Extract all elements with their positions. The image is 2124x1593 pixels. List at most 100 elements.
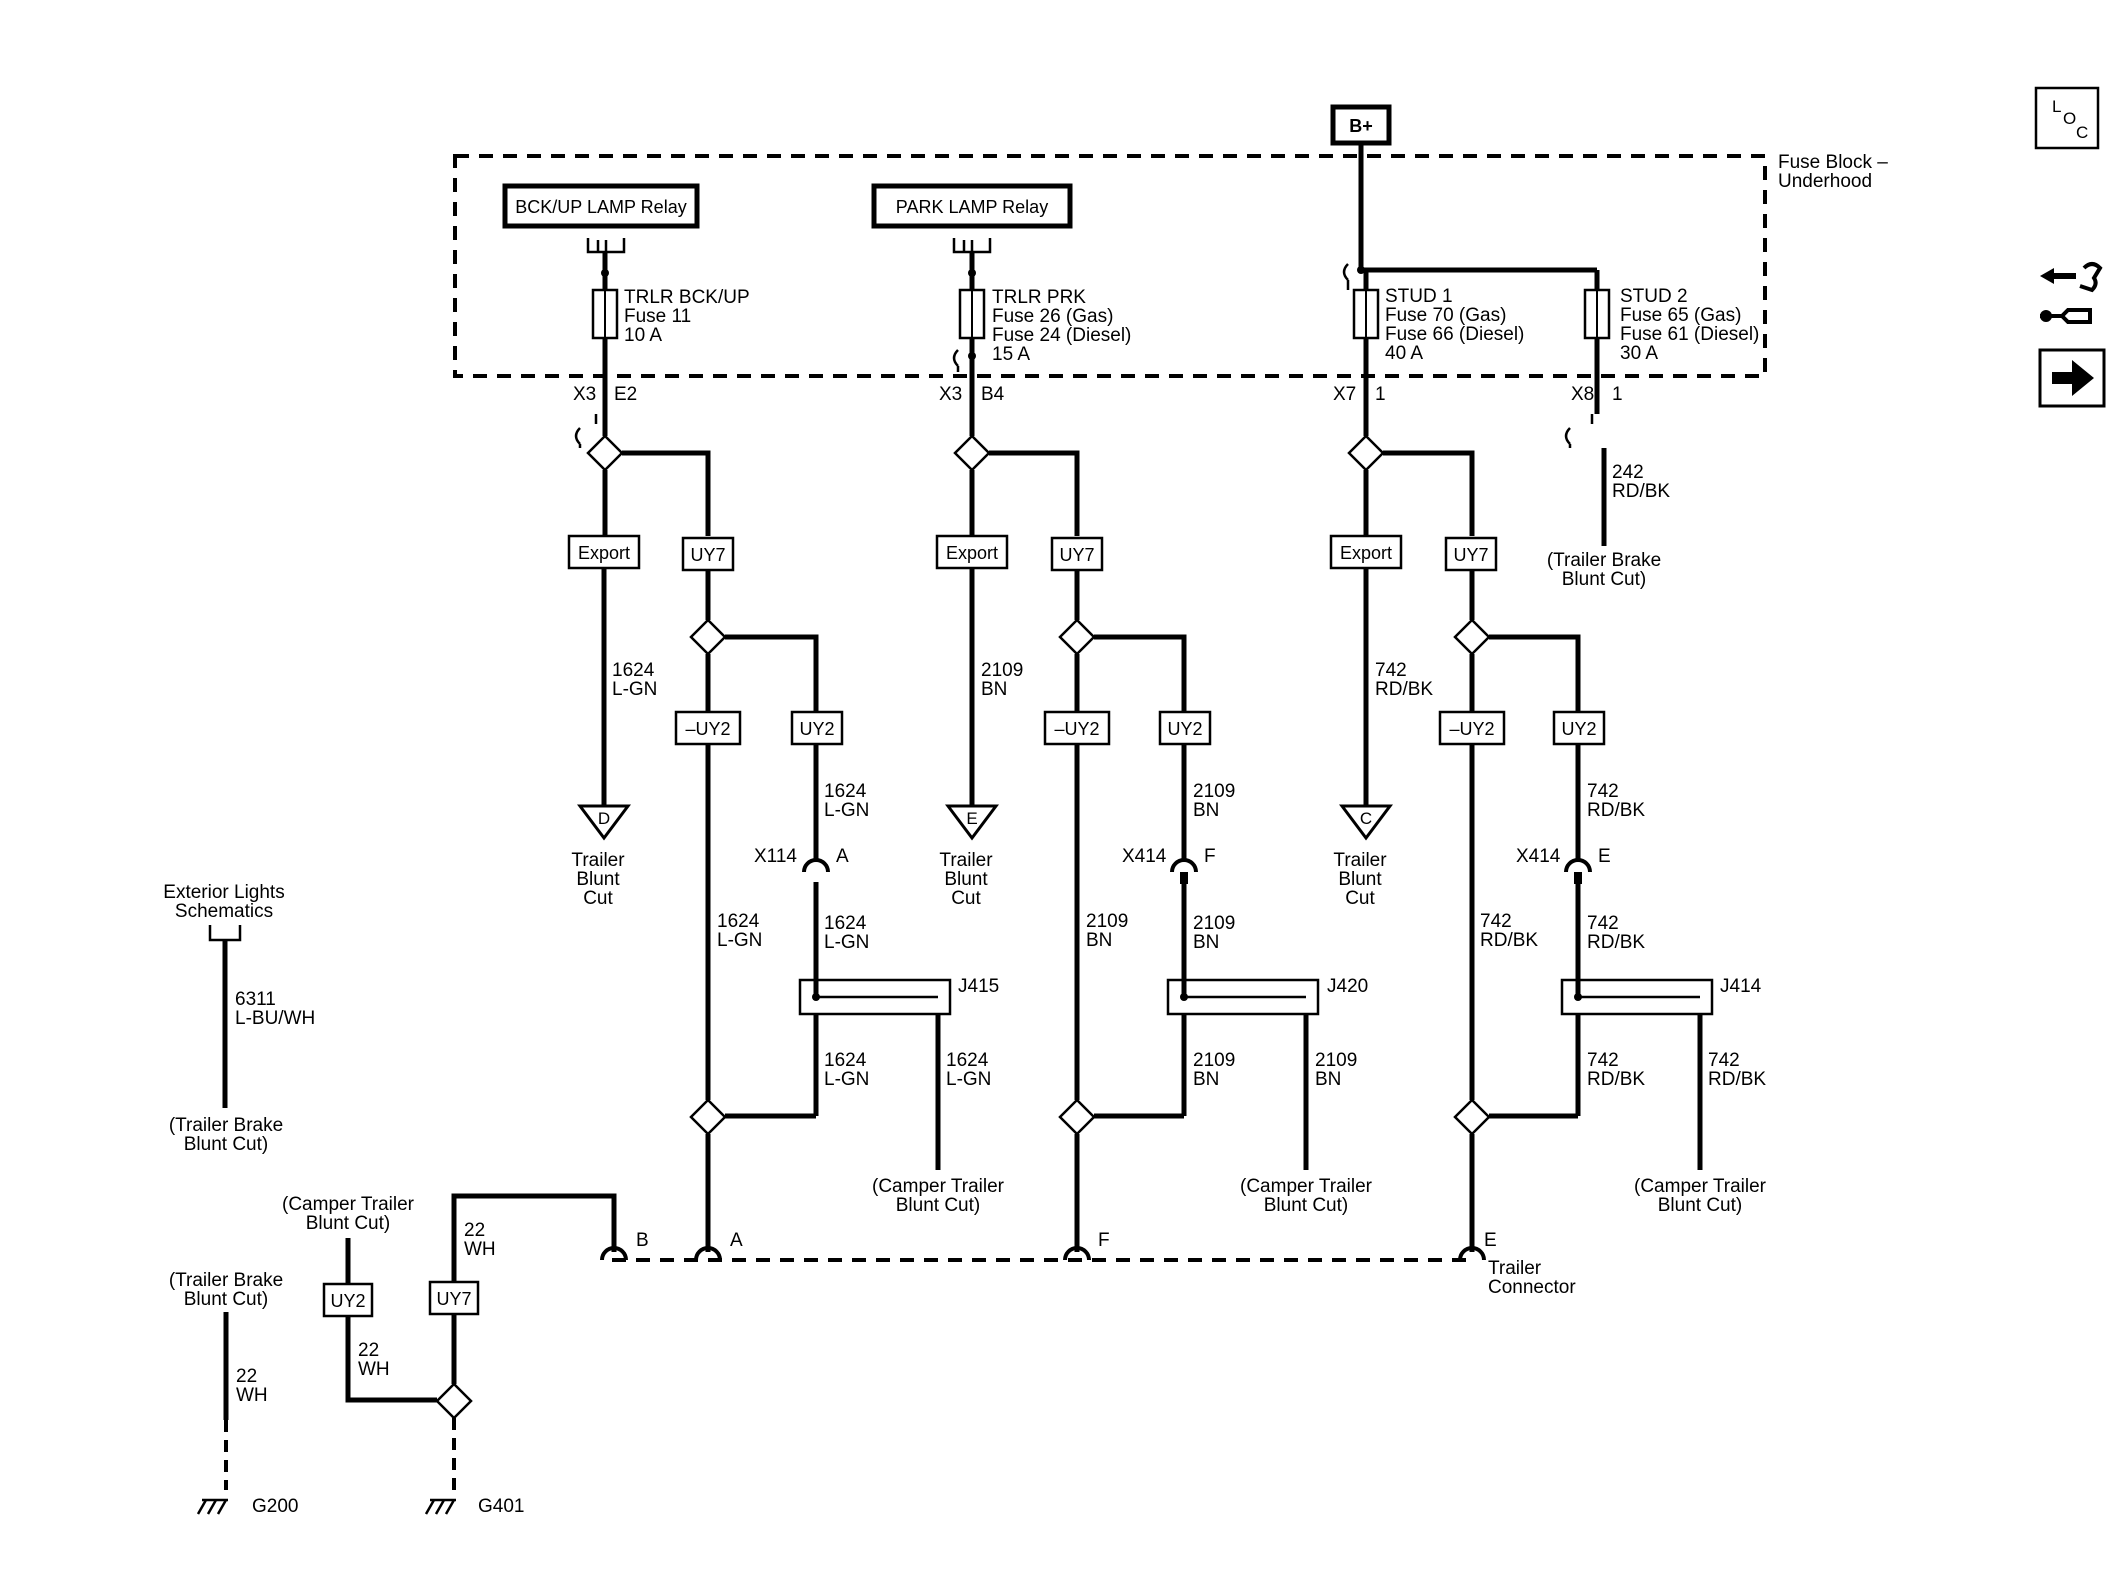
loc-icon[interactable]: L O C — [2034, 86, 2100, 150]
svg-text:X114: X114 — [754, 846, 797, 867]
svg-text:Cut: Cut — [1345, 888, 1375, 909]
circuit-242: 242 RD/BK (Trailer Brake Blunt Cut) — [1547, 372, 1670, 590]
park-lamp-relay: PARK LAMP Relay — [871, 183, 1073, 229]
svg-text:1624: 1624 — [824, 781, 867, 802]
svg-text:1624: 1624 — [824, 1050, 867, 1071]
svg-text:B: B — [636, 1230, 649, 1251]
svg-text:Fuse 70 (Gas): Fuse 70 (Gas) — [1385, 305, 1506, 326]
connector-x114: X114 A — [754, 846, 849, 873]
svg-text:Fuse 65 (Gas): Fuse 65 (Gas) — [1620, 305, 1741, 326]
fuse-trlr-prk: TRLR PRK Fuse 26 (Gas) Fuse 24 (Diesel) … — [958, 287, 1131, 365]
option-uy2-ground: UY2 — [322, 1282, 374, 1318]
svg-text:6311: 6311 — [235, 989, 276, 1010]
svg-text:Export: Export — [578, 543, 630, 563]
svg-text:Blunt Cut): Blunt Cut) — [1264, 1195, 1348, 1216]
svg-text:TRLR BCK/UP: TRLR BCK/UP — [624, 287, 750, 308]
svg-text:RD/BK: RD/BK — [1480, 930, 1538, 951]
svg-text:1: 1 — [1375, 384, 1386, 405]
svg-text:C: C — [2076, 123, 2088, 142]
svg-text:1624: 1624 — [717, 911, 760, 932]
svg-text:(Camper Trailer: (Camper Trailer — [872, 1176, 1005, 1197]
next-page-arrow-icon[interactable] — [2038, 348, 2106, 408]
svg-text:F: F — [1204, 846, 1216, 867]
svg-text:Export: Export — [1340, 543, 1392, 563]
svg-text:1624: 1624 — [946, 1050, 989, 1071]
svg-text:WH: WH — [358, 1359, 390, 1380]
svg-text:F: F — [1098, 1230, 1110, 1251]
svg-text:1624: 1624 — [824, 913, 867, 934]
option-export-3: Export — [1329, 534, 1403, 570]
relay-terminal-2 — [952, 238, 992, 290]
fuse-trlr-bckup: TRLR BCK/UP Fuse 11 10 A — [591, 287, 750, 346]
svg-text:2109: 2109 — [1193, 913, 1235, 934]
exterior-lights-ref[interactable]: Exterior Lights Schematics 6311 L-BU/WH … — [163, 882, 315, 1155]
svg-text:10 A: 10 A — [624, 325, 662, 346]
svg-text:Exterior Lights: Exterior Lights — [163, 882, 284, 903]
svg-text:L-GN: L-GN — [824, 932, 869, 953]
circuit-742: Export UY7 742 RD/BK C Trailer Blunt Cut… — [1329, 372, 1767, 1252]
svg-text:BN: BN — [1086, 930, 1112, 951]
splice-j415: J415 — [798, 976, 999, 1016]
ref-c: C — [1360, 809, 1372, 828]
svg-text:X8: X8 — [1571, 384, 1594, 405]
svg-text:J420: J420 — [1327, 976, 1368, 997]
svg-text:1624: 1624 — [612, 660, 655, 681]
connector-x414-f: X414 F — [1122, 846, 1216, 884]
option-uy2-2: UY2 — [1158, 710, 1212, 746]
option-export-1: Export — [567, 534, 641, 570]
option-uy2-1: UY2 — [790, 710, 844, 746]
svg-text:B4: B4 — [981, 384, 1005, 405]
svg-text:X3: X3 — [573, 384, 596, 405]
fuse-block-label-1: Fuse Block – — [1778, 152, 1888, 173]
svg-text:Blunt Cut): Blunt Cut) — [184, 1289, 268, 1310]
svg-text:G401: G401 — [478, 1496, 524, 1517]
connector-x7-1: X7 1 — [1333, 384, 1386, 405]
svg-text:O: O — [2063, 109, 2076, 128]
svg-text:X414: X414 — [1122, 846, 1167, 867]
svg-text:RD/BK: RD/BK — [1587, 800, 1645, 821]
connector-x8-1: X8 1 — [1571, 384, 1623, 405]
svg-text:PARK LAMP Relay: PARK LAMP Relay — [896, 197, 1048, 217]
svg-text:Blunt Cut): Blunt Cut) — [1658, 1195, 1742, 1216]
svg-text:22: 22 — [464, 1220, 485, 1241]
bckup-lamp-relay: BCK/UP LAMP Relay — [502, 183, 700, 229]
svg-text:UY7: UY7 — [436, 1289, 471, 1309]
svg-text:WH: WH — [236, 1385, 268, 1406]
option-uy7-ground: UY7 — [428, 1280, 480, 1316]
svg-text:UY2: UY2 — [799, 719, 834, 739]
svg-text:(Trailer Brake: (Trailer Brake — [1547, 550, 1661, 571]
svg-text:WH: WH — [464, 1239, 496, 1260]
fuse-stud-1: STUD 1 Fuse 70 (Gas) Fuse 66 (Diesel) 40… — [1352, 286, 1524, 364]
svg-text:2109: 2109 — [981, 660, 1023, 681]
svg-text:L-GN: L-GN — [717, 930, 762, 951]
svg-text:J414: J414 — [1720, 976, 1762, 997]
svg-text:(Trailer Brake: (Trailer Brake — [169, 1270, 283, 1291]
connector-x3-e2: X3 E2 — [573, 384, 637, 405]
option-not-uy2-1: –UY2 — [674, 710, 742, 746]
trailer-connector: B A F E Trailer Connector — [600, 1230, 1576, 1298]
connector-view-icon[interactable] — [2040, 262, 2103, 324]
option-not-uy2-3: –UY2 — [1438, 710, 1506, 746]
svg-text:2109: 2109 — [1193, 1050, 1235, 1071]
circuit-22-ground: 22 WH UY7 (Camper Trailer Blunt Cut) UY2… — [282, 1193, 617, 1517]
svg-text:E: E — [1598, 846, 1611, 867]
svg-text:742: 742 — [1708, 1050, 1740, 1071]
option-uy7-2: UY7 — [1050, 536, 1104, 572]
splice-j420: J420 — [1166, 976, 1368, 1016]
svg-text:A: A — [836, 846, 849, 867]
svg-text:UY7: UY7 — [1453, 545, 1488, 565]
svg-text:Trailer: Trailer — [1488, 1258, 1542, 1279]
svg-text:E2: E2 — [614, 384, 637, 405]
circuit-1624: Export UY7 1624 L-GN D Trailer Blunt Cut… — [567, 372, 1005, 1252]
svg-text:Fuse 26 (Gas): Fuse 26 (Gas) — [992, 306, 1113, 327]
circuit-2109: Export UY7 2109 BN E Trailer Blunt Cut –… — [935, 372, 1373, 1252]
svg-text:STUD 2: STUD 2 — [1620, 286, 1688, 307]
svg-text:(Camper Trailer: (Camper Trailer — [1634, 1176, 1767, 1197]
svg-text:UY2: UY2 — [330, 1291, 365, 1311]
svg-text:L-GN: L-GN — [824, 800, 869, 821]
svg-text:UY7: UY7 — [690, 545, 725, 565]
svg-text:RD/BK: RD/BK — [1708, 1069, 1766, 1090]
svg-text:(Camper Trailer: (Camper Trailer — [1240, 1176, 1373, 1197]
svg-text:Export: Export — [946, 543, 998, 563]
